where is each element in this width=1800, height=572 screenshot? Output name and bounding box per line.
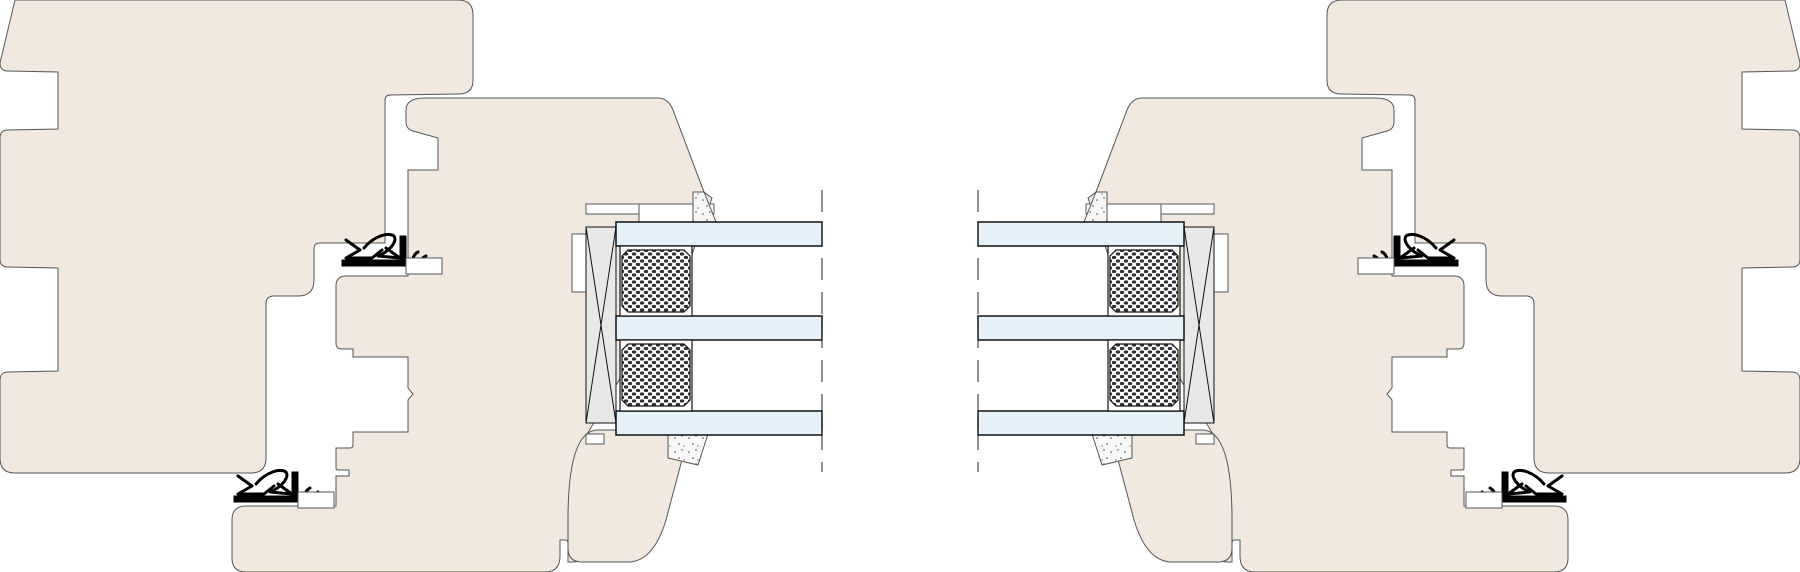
- section-left: [0, 0, 822, 572]
- section-right: [978, 0, 1800, 572]
